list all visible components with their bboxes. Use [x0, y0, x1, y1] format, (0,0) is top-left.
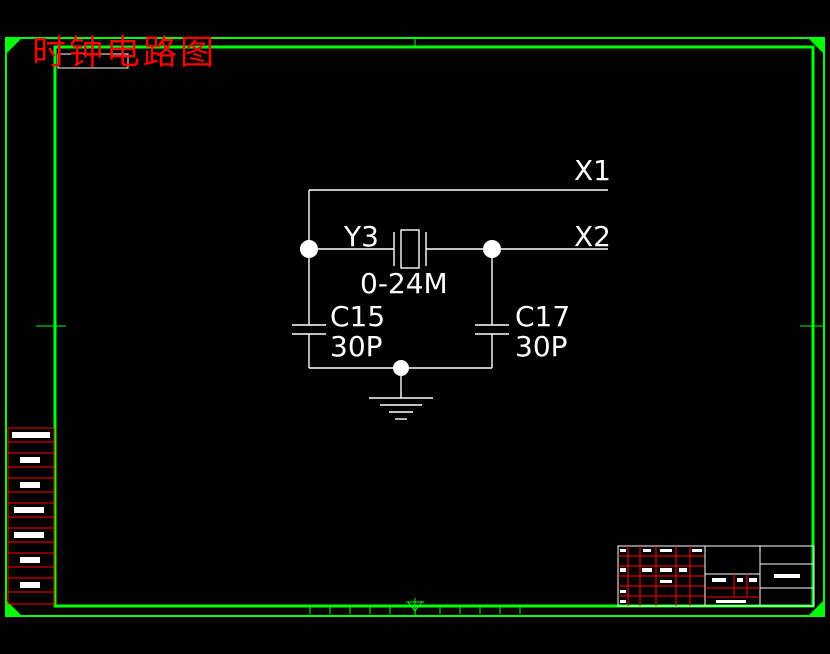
label-x1: X1 — [574, 154, 611, 187]
junction-dot-right — [483, 240, 501, 258]
bottom-tick-ruler — [309, 606, 521, 614]
label-c17: C17 — [515, 300, 570, 333]
label-c17-value: 30P — [515, 330, 568, 363]
left-record-table — [7, 427, 55, 605]
outer-border — [5, 37, 825, 617]
capacitor-c17 — [475, 324, 509, 335]
label-y3: Y3 — [343, 220, 379, 253]
label-crystal-value: 0-24M — [360, 267, 448, 300]
junction-dot-ground — [393, 360, 409, 376]
title-block — [617, 545, 815, 607]
crystal-y3 — [393, 229, 427, 269]
label-x2: X2 — [574, 220, 611, 253]
capacitor-c15 — [292, 324, 326, 335]
inner-frame — [53, 45, 815, 608]
corner-mark-br — [808, 600, 824, 616]
drawing-title: 时钟电路图 — [32, 33, 217, 73]
label-c15: C15 — [330, 300, 385, 333]
label-c15-value: 30P — [330, 330, 383, 363]
title-tag-box — [57, 53, 129, 69]
ground-symbol — [369, 397, 433, 420]
corner-mark-tl — [6, 38, 22, 54]
corner-mark-tr — [808, 38, 824, 54]
junction-dot-left — [300, 240, 318, 258]
